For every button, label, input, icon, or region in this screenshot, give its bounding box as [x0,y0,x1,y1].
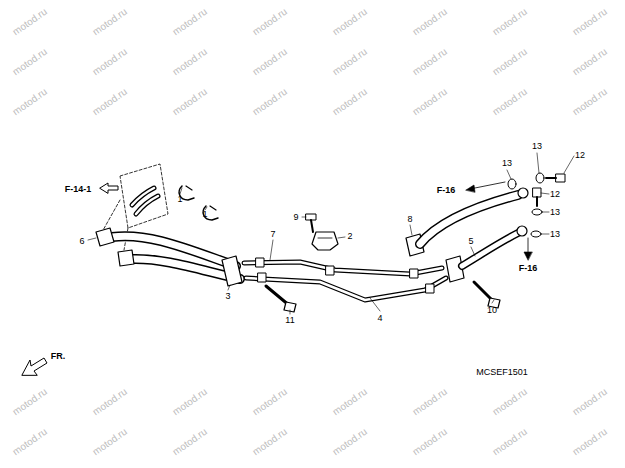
watermark: motod.ru [171,47,209,78]
watermark: motod.ru [91,427,129,458]
watermark: motod.ru [571,427,609,458]
watermark: motod.ru [571,47,609,78]
callout-number: 6 [79,237,84,246]
watermark: motod.ru [11,7,49,38]
watermark: motod.ru [571,7,609,38]
watermark: motod.ru [491,427,529,458]
watermark: motod.ru [491,7,529,38]
watermark: motod.ru [171,427,209,458]
callout-number: 1 [202,210,207,219]
watermark: motod.ru [11,427,49,458]
watermark: motod.ru [91,387,129,418]
watermark: motod.ru [571,387,609,418]
watermark: motod.ru [331,387,369,418]
callout-number: 1 [177,195,182,204]
watermark: motod.ru [251,87,289,118]
watermark: motod.ru [251,7,289,38]
callout-number: 13 [550,230,560,239]
callout-number: 7 [270,230,275,239]
callout-number: 8 [407,215,412,224]
watermark: motod.ru [91,7,129,38]
watermark: motod.ru [91,87,129,118]
watermark: motod.ru [11,387,49,418]
watermark: motod.ru [491,387,529,418]
callout-number: 13 [550,208,560,217]
reference-label: F-16 [519,264,538,273]
watermark: motod.ru [11,47,49,78]
watermark: motod.ru [251,47,289,78]
watermark: motod.ru [11,87,49,118]
watermark: motod.ru [411,7,449,38]
watermark: motod.ru [251,427,289,458]
watermark: motod.ru [331,7,369,38]
watermark: motod.ru [331,47,369,78]
callout-number: MCSEF1501 [476,368,528,377]
callout-number: 2 [347,232,352,241]
callout-number: 4 [377,314,382,323]
watermark: motod.ru [491,47,529,78]
callout-number: 11 [285,316,294,325]
reference-label: FR. [51,352,66,361]
watermark: motod.ru [251,387,289,418]
watermark: motod.ru [331,427,369,458]
callout-number: 12 [550,190,560,199]
watermark: motod.ru [331,87,369,118]
watermark: motod.ru [91,47,129,78]
watermark: motod.ru [411,47,449,78]
watermark: motod.ru [171,7,209,38]
watermark: motod.ru [411,427,449,458]
callout-number: 3 [225,292,230,301]
callout-number: 12 [575,151,585,160]
reference-label: F-16 [437,186,456,195]
watermark: motod.ru [411,87,449,118]
watermark: motod.ru [171,87,209,118]
watermark: motod.ru [411,387,449,418]
callout-number: 9 [293,213,298,222]
watermark: motod.ru [171,387,209,418]
callout-number: 5 [468,237,473,246]
callout-number: 13 [532,142,542,151]
watermark: motod.ru [571,87,609,118]
callout-number: 13 [502,159,512,168]
callout-number: 10 [487,306,497,315]
reference-label: F-14-1 [65,185,92,194]
watermark: motod.ru [491,87,529,118]
